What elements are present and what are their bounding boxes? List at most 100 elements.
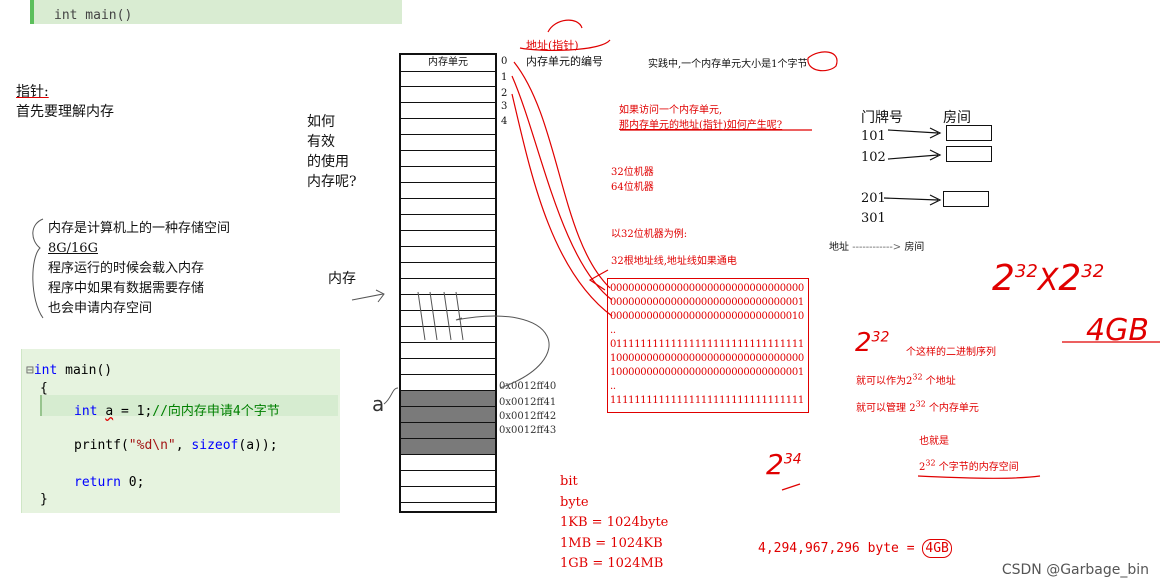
power-2-34: 234	[766, 448, 802, 481]
door-number: 102	[861, 150, 886, 165]
memory-table: 内存单元	[399, 53, 497, 513]
binary-line: 10000000000000000000000000000000	[610, 353, 804, 364]
stroke-brace	[383, 387, 399, 405]
also-note: 也就是	[919, 436, 949, 447]
note-prefix: 就可以管理	[856, 403, 906, 414]
csdn-watermark: CSDN @Garbage_bin	[1001, 562, 1149, 578]
code-line-3: int a = 1;//向内存申请4个字节	[74, 404, 280, 419]
formula-exp: 32	[1014, 261, 1038, 282]
power-exp: 34	[783, 451, 802, 468]
memory-cell	[401, 471, 495, 487]
stroke-arc	[547, 19, 583, 33]
stroke-mark	[781, 483, 801, 491]
memory-cell-used	[401, 439, 495, 455]
binary-line: 00000000000000000000000000000000	[610, 283, 804, 294]
sequence-count: 232	[855, 328, 889, 358]
stroke-underline	[917, 475, 1041, 479]
handwritten-a: a	[372, 392, 385, 416]
memory-cell	[401, 215, 495, 231]
code-line-4: printf("%d\n", sizeof(a));	[74, 438, 278, 453]
top-code-text: int main()	[54, 8, 133, 23]
memory-table-header: 内存单元	[401, 55, 495, 72]
power-base: 2	[855, 328, 872, 358]
room-box	[946, 146, 992, 162]
manage-note: 就可以管理 232 个内存单元	[856, 399, 979, 414]
formula-exp: 32	[1081, 261, 1105, 282]
address-label: 0x0012ff42	[499, 411, 557, 422]
memory-cell	[401, 263, 495, 279]
question2-block: 如果访问一个内存单元, 那内存单元的地址(指针)如何产生呢?	[619, 103, 782, 133]
memory-cell	[401, 103, 495, 119]
question-line: 的使用	[307, 154, 349, 170]
memory-cell-used	[401, 391, 495, 407]
unit-list: bit byte 1KB = 1024byte 1MB = 1024KB 1GB…	[560, 472, 668, 575]
memory-cell	[401, 183, 495, 199]
unit-line: 1MB = 1024KB	[560, 535, 663, 551]
address-room-mapping: 地址 ------------> 房间	[829, 238, 924, 253]
memory-cell	[401, 343, 495, 359]
room-box	[943, 191, 989, 207]
memory-cell	[401, 151, 495, 167]
binary-line: 10000000000000000000000000000001	[610, 367, 804, 378]
stroke-brace	[32, 218, 44, 319]
binary-line: ..	[610, 381, 616, 392]
power-base: 2	[766, 448, 784, 481]
memory-cell	[401, 279, 495, 295]
stroke-circle	[807, 51, 838, 72]
memory-cell	[401, 455, 495, 471]
binary-line: 00000000000000000000000000000001	[610, 297, 804, 308]
address-label: 0x0012ff40	[499, 381, 557, 392]
total-bytes: 4,294,967,296 byte = 4GB	[758, 539, 952, 558]
binary-line: ..	[610, 325, 616, 336]
question2-line: 如果访问一个内存单元,	[619, 105, 723, 116]
memory-cell	[401, 295, 495, 311]
as-address-note: 就可以作为232 个地址	[856, 372, 956, 387]
stroke-hatch	[417, 291, 464, 341]
memory-cell	[401, 87, 495, 103]
machine-list: 32位机器 64位机器	[611, 165, 654, 195]
power-exp: 32	[925, 458, 936, 468]
address-label: 0x0012ff43	[499, 425, 557, 436]
note-line: 8G/16G	[48, 241, 98, 256]
address-lines-label: 32根地址线,地址线如果通电	[611, 256, 737, 267]
sequence-note: 个这样的二进制序列	[906, 347, 996, 358]
unit-line: 1KB = 1024byte	[560, 515, 669, 530]
code-line-1: ⊟int main()	[26, 363, 113, 378]
memory-cell	[401, 359, 495, 375]
binary-line: 00000000000000000000000000000010	[610, 311, 804, 322]
note-suffix: 个字节的内存空间	[938, 462, 1019, 473]
binary-line: 11111111111111111111111111111111	[610, 395, 804, 406]
memory-cell	[401, 71, 495, 87]
code-line-6: }	[40, 492, 48, 507]
question2-line: 那内存单元的地址(指针)如何产生呢?	[619, 120, 783, 131]
note-line: 程序中如果有数据需要存储	[48, 281, 205, 296]
memory-cell	[401, 247, 495, 263]
pointer-title: 指针:	[16, 84, 49, 100]
note-prefix: 就可以作为	[856, 376, 906, 387]
unit-line: byte	[560, 494, 589, 510]
memory-cell	[401, 199, 495, 215]
row-index-1: 1	[501, 72, 508, 83]
code-line-5: return 0;	[74, 475, 145, 490]
binary-line: 01111111111111111111111111111111	[610, 339, 804, 350]
memory-cell	[401, 311, 495, 327]
stroke-arrow-head	[588, 269, 609, 291]
formula-base: 2	[992, 258, 1015, 299]
current-line-highlight	[40, 395, 338, 416]
stroke-arrow	[887, 149, 942, 161]
formula-base: 2	[1058, 258, 1082, 299]
total-number: 4,294,967,296 byte =	[758, 541, 915, 556]
row-index-2: 2	[501, 88, 508, 99]
top-code-strip: int main()	[30, 0, 402, 24]
memory-cell-used	[401, 423, 495, 439]
formula-2-32-x-2-32: 232X232	[992, 258, 1104, 299]
memory-cell	[401, 375, 495, 391]
row-index-4: 4	[501, 116, 508, 127]
unit-line: 1GB = 1024MB	[560, 556, 664, 571]
door-number-label: 门牌号	[861, 110, 903, 126]
power-base: 2	[906, 376, 913, 387]
question-line: 内存呢?	[307, 174, 357, 190]
practice-note: 实践中,一个内存单元大小是1个字节	[648, 59, 808, 70]
memory-notes: 内存是计算机上的一种存储空间 8G/16G 程序运行的时候会载入内存 程序中如果…	[48, 219, 230, 319]
